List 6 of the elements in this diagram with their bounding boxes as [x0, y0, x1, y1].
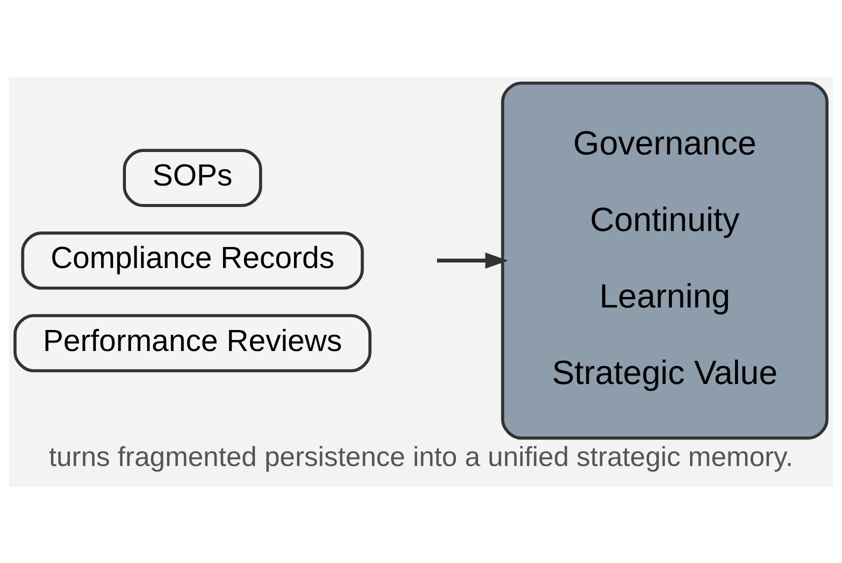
caption: turns fragmented persistence into a unified strategic memory.: [48, 440, 794, 472]
arrow: [437, 252, 508, 268]
node-box: Compliance Records: [21, 231, 364, 290]
node-box: SOPs: [122, 148, 262, 207]
node-box: Performance Reviews: [14, 314, 372, 372]
node-box: Governance Continuity Learning Strategic Value: [501, 81, 828, 440]
